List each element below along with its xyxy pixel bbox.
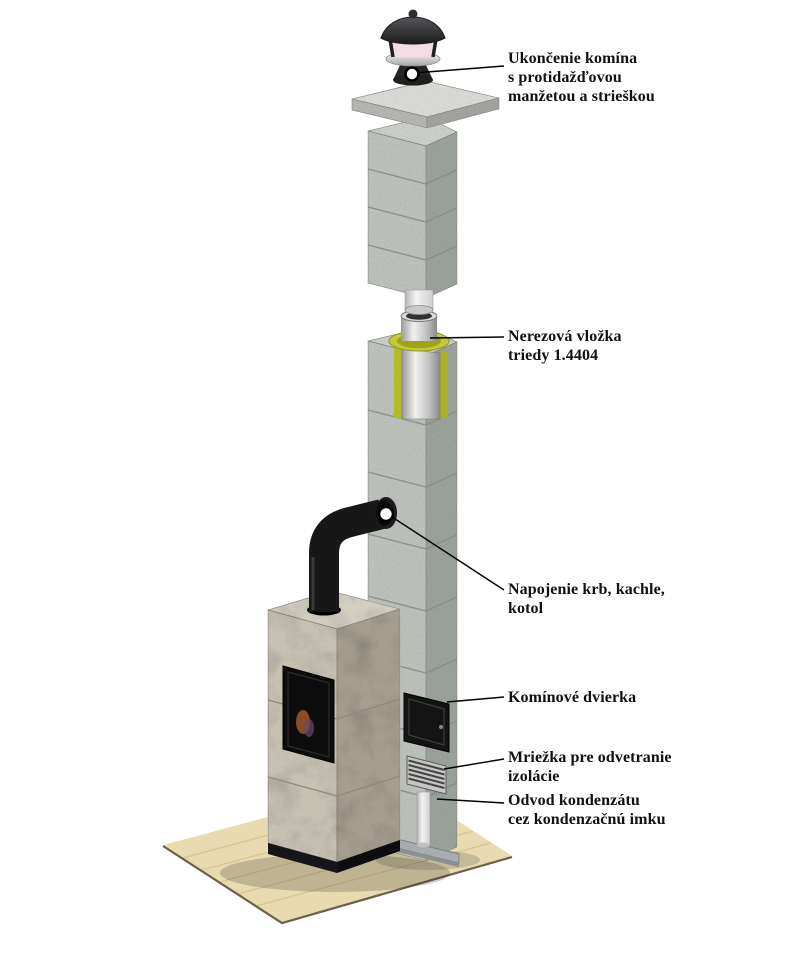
leader-line-connection <box>388 514 505 591</box>
callout-text-line: Mriežka pre odvetranie <box>508 749 672 766</box>
leader-lines <box>377 65 505 804</box>
top-slab <box>351 80 500 129</box>
callout-label-condensate-drain: Odvod kondenzátu cez kondenzačnú imku <box>508 791 666 829</box>
floor-edge <box>162 845 513 925</box>
callout-label-flue-connection: Napojenie krb, kachle, kotol <box>508 580 665 618</box>
liner-stub <box>404 289 434 315</box>
leader-line-cap <box>413 65 505 74</box>
stainless-liner <box>388 310 450 352</box>
callout-text-line: izolácie <box>508 768 560 786</box>
callout-label-stainless-liner: Nerezová vložka triedy 1.4404 <box>508 327 622 365</box>
callout-text-line: Komínové dvierka <box>508 689 637 706</box>
stove <box>266 590 402 873</box>
stove-window <box>282 665 335 764</box>
stove-plinth <box>268 843 337 873</box>
callout-text-line: Ukončenie komína <box>508 50 638 67</box>
callout-text-line: Napojenie krb, kachle, <box>508 581 665 598</box>
leader-line-grille <box>443 758 505 770</box>
chimney-door <box>403 692 450 753</box>
cap-knob <box>408 9 418 19</box>
callout-label-ventilation-grille: Mriežka pre odvetranie izolácie <box>508 748 672 786</box>
ventilation-grille <box>406 755 447 795</box>
leader-line-liner <box>429 336 505 339</box>
door-handle <box>439 725 443 729</box>
callout-text-line: Odvod kondenzátu <box>508 792 640 809</box>
callout-text-line: Nerezová vložka <box>508 328 622 345</box>
marker-circle-cap <box>404 66 420 82</box>
liner-cutaway <box>394 346 448 420</box>
chimney-upper-column <box>367 116 458 315</box>
callout-text-line: triedy 1.4404 <box>508 347 599 365</box>
callout-text-line: kotol <box>508 600 544 618</box>
callout-text-line: s protidažďovou <box>508 69 622 87</box>
cap-hood <box>380 16 446 45</box>
callout-text-line: cez kondenzačnú imku <box>508 811 666 829</box>
callout-label-chimney-door: Komínové dvierka <box>508 688 636 707</box>
leader-line-condensate <box>436 798 505 804</box>
callout-text-line: manžetou a strieškou <box>508 88 655 106</box>
leader-line-door <box>446 696 505 703</box>
callout-label-chimney-cap: Ukončenie komína s protidažďovou manžeto… <box>508 49 655 107</box>
marker-circle-connection <box>377 505 395 523</box>
